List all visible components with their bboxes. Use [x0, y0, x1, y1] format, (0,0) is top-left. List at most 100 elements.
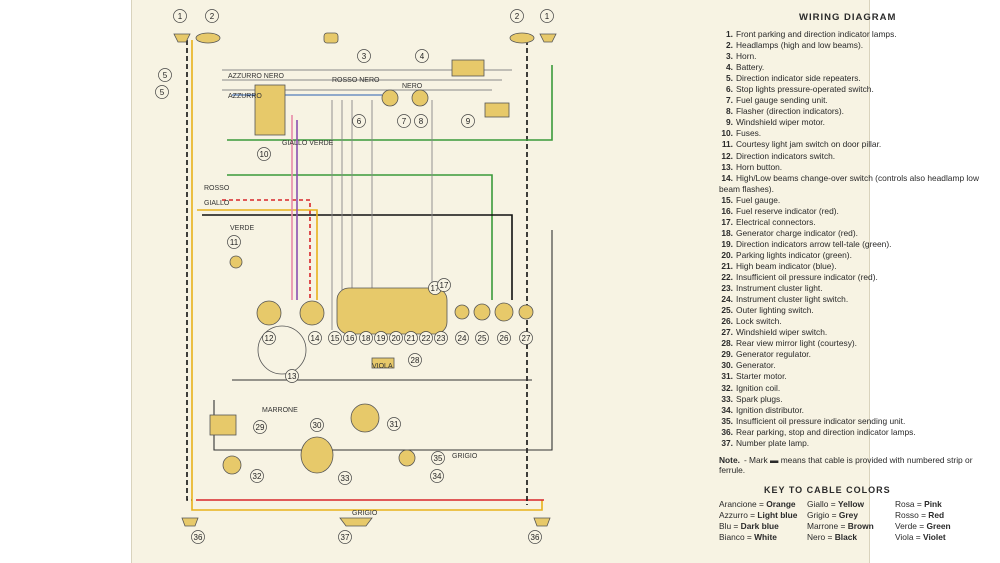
legend-item-text: Outer lighting switch. [736, 305, 814, 316]
component-number: 2 [210, 12, 215, 21]
legend-item: 8.Flasher (direction indicators). [719, 106, 989, 117]
wiring-legend: WIRING DIAGRAM 1.Front parking and direc… [719, 12, 989, 542]
component-number: 11 [230, 238, 239, 247]
wire-label: NERO [402, 83, 423, 90]
callout-circle [431, 451, 445, 465]
callout-circle [404, 331, 418, 345]
cable-color-entry: Blu = Dark blue [719, 521, 807, 531]
mirror-light [371, 357, 395, 369]
legend-item-text: Fuel gauge. [736, 194, 781, 205]
flasher [411, 89, 429, 107]
cable-color-entry: Viola = Violet [895, 532, 975, 542]
legend-title: WIRING DIAGRAM [799, 12, 897, 23]
component-number: 1 [545, 12, 550, 21]
component-number: 36 [194, 533, 203, 542]
legend-item-text: Electrical connectors. [736, 216, 816, 227]
legend-item-number: 35. [721, 415, 733, 426]
component-number: 15 [331, 334, 340, 343]
legend-item-number: 15. [721, 194, 733, 205]
component-number: 4 [420, 52, 425, 61]
legend-item-number: 24. [721, 294, 733, 305]
outer-lighting-switch [473, 303, 491, 321]
cable-color-italian: Giallo = [807, 498, 838, 509]
cable-color-italian: Rosso = [895, 509, 929, 520]
legend-item: 2.Headlamps (high and low beams). [719, 40, 989, 51]
legend-item: 35.Insufficient oil pressure indicator s… [719, 416, 989, 427]
wire-label: AZZURRO NERO [228, 73, 285, 80]
legend-item-number: 6. [726, 84, 733, 95]
legend-item-text: Flasher (direction indicators). [736, 106, 844, 117]
callout-circle [434, 331, 448, 345]
generator [300, 436, 334, 474]
legend-item-text: Direction indicator side repeaters. [736, 73, 861, 84]
legend-item: 6.Stop lights pressure-operated switch. [719, 84, 989, 95]
wiring-diagram: AZZURRO NERO AZZURRO ROSSO GIALLO VERDE … [155, 9, 557, 544]
wiper-switch [518, 304, 534, 320]
legend-item-number: 14. [721, 172, 733, 183]
legend-item: 34.Ignition distributor. [719, 405, 989, 416]
cable-color-entry: Arancione = Orange [719, 499, 807, 509]
legend-item-number: 10. [721, 128, 733, 139]
cable-color-english: Violet [923, 531, 946, 542]
wire-label: GIALLO VERDE [282, 140, 334, 147]
legend-item-text: High/Low beams change-over switch (contr… [719, 172, 979, 194]
wire-label: MARRONE [262, 407, 298, 414]
component-number: 30 [313, 421, 322, 430]
legend-item: 26.Lock switch. [719, 316, 989, 327]
legend-item-text: Starter motor. [736, 371, 787, 382]
wire-yellow-left [191, 40, 543, 511]
cable-color-entry: Grigio = Grey [807, 510, 895, 520]
legend-item: 29.Generator regulator. [719, 349, 989, 360]
ignition-coil [222, 455, 242, 475]
horn [323, 32, 339, 44]
battery [451, 59, 485, 77]
legend-item-number: 2. [726, 40, 733, 51]
legend-item: 1.Front parking and direction indicator … [719, 29, 989, 40]
legend-item-text: Spark plugs. [736, 393, 783, 404]
cable-color-entry: Rosso = Red [895, 510, 975, 520]
legend-item: 14.High/Low beams change-over switch (co… [719, 173, 989, 195]
wire-label: GIALLO [204, 200, 230, 207]
callout-circle [227, 235, 241, 249]
component-number: 36 [531, 533, 540, 542]
legend-item: 22.Insufficient oil pressure indicator (… [719, 272, 989, 283]
cable-color-english: Black [834, 531, 858, 542]
legend-item: 9.Windshield wiper motor. [719, 117, 989, 128]
legend-item: 33.Spark plugs. [719, 394, 989, 405]
callout-circle [540, 9, 554, 23]
cable-color-english: Grey [838, 509, 858, 520]
callout-circle [357, 49, 371, 63]
component-number: 14 [311, 334, 320, 343]
legend-list: 1.Front parking and direction indicator … [719, 29, 989, 449]
legend-item-text: Fuel reserve indicator (red). [736, 205, 839, 216]
direction-switch [256, 300, 282, 326]
legend-item-number: 13. [721, 161, 733, 172]
cable-color-entry: Bianco = White [719, 532, 807, 542]
legend-item: 17.Electrical connectors. [719, 217, 989, 228]
callout-circle [191, 530, 205, 544]
generator-regulator [209, 414, 237, 436]
cable-color-english: Brown [847, 520, 874, 531]
callout-circle [475, 331, 489, 345]
legend-item: 30.Generator. [719, 360, 989, 371]
callout-circle [374, 331, 388, 345]
legend-item-text: Headlamps (high and low beams). [736, 40, 864, 51]
number-plate-lamp [339, 517, 373, 527]
component-number: 19 [377, 334, 386, 343]
callout-circle [338, 530, 352, 544]
legend-item: 3.Horn. [719, 51, 989, 62]
component-number: 35 [434, 454, 443, 463]
callout-circle [308, 331, 322, 345]
cable-color-italian: Verde = [895, 520, 927, 531]
callout-circle [414, 114, 428, 128]
legend-item-number: 23. [721, 283, 733, 294]
legend-item-number: 12. [721, 150, 733, 161]
callout-circle [510, 9, 524, 23]
legend-item: 23.Instrument cluster light. [719, 283, 989, 294]
component-number: 13 [288, 372, 297, 381]
component-number: 32 [253, 472, 262, 481]
legend-item: 25.Outer lighting switch. [719, 305, 989, 316]
rear-lamp-left [181, 517, 199, 527]
legend-item-text: Ignition distributor. [736, 404, 804, 415]
legend-item-text: Number plate lamp. [736, 437, 810, 448]
